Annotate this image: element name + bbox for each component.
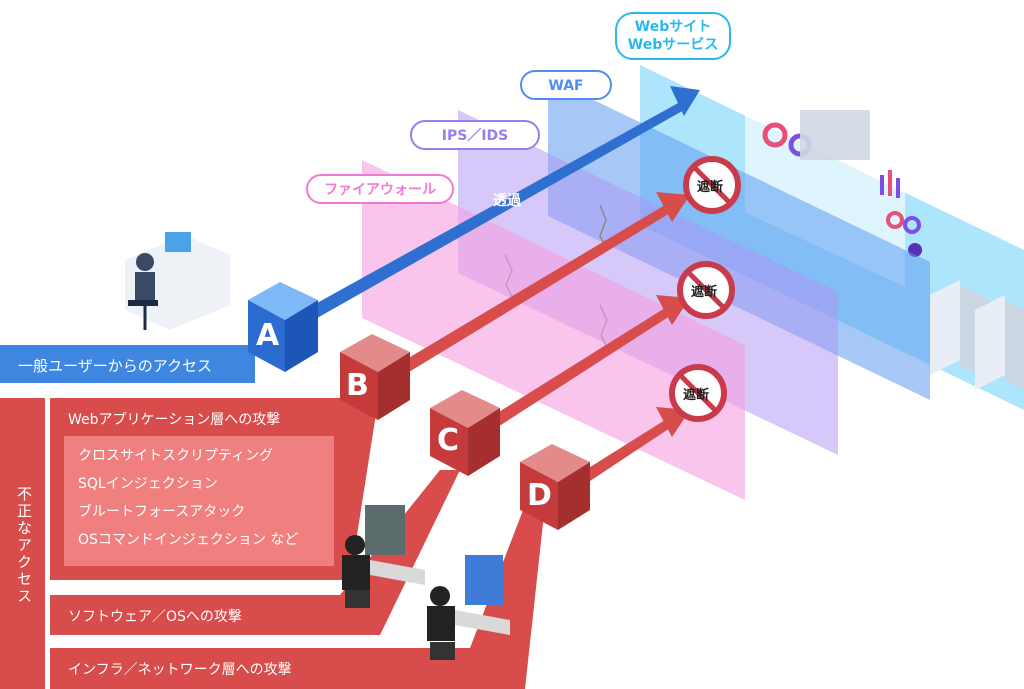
block-sign-icon [683, 156, 741, 214]
arrow-a [290, 102, 684, 330]
list-item: SQLインジェクション [78, 476, 218, 492]
illegal-access-band [0, 398, 45, 689]
waf-label: WAF [520, 70, 612, 100]
general-access-label: 一般ユーザーからのアクセス [18, 357, 212, 375]
cube-c [430, 390, 500, 476]
software-attack-label: ソフトウェア／OSへの攻撃 [68, 609, 242, 625]
arrow-c [470, 308, 670, 441]
general-user-illustration [125, 232, 230, 330]
webapp-attack-list: クロスサイトスクリプティング SQLインジェクション ブルートフォースアタック … [64, 436, 334, 566]
list-item: OSコマンドインジェクション など [78, 532, 299, 548]
letter-a: A [256, 318, 280, 353]
letter-d: D [527, 478, 552, 513]
ips-ids-label: IPS／IDS [410, 120, 540, 150]
arrow-b [380, 205, 670, 386]
webapp-attack-title: Webアプリケーション層への攻撃 [68, 412, 281, 428]
firewall-panel [362, 160, 745, 500]
cube-b [340, 334, 410, 420]
infra-band [50, 505, 545, 689]
donut-chart-icon [762, 122, 788, 148]
block-sign-icon [677, 261, 735, 319]
hacker-illustration [342, 505, 425, 608]
world-map [800, 110, 870, 160]
server-racks-icon [930, 280, 1024, 390]
infra-attack-label: インフラ／ネットワーク層への攻撃 [68, 662, 292, 678]
list-item: ブルートフォースアタック [78, 504, 246, 520]
letter-b: B [346, 368, 369, 403]
block-label-3: 遮断 [683, 388, 710, 403]
block-sign-icon [669, 364, 727, 422]
website-label: Webサイト Webサービス [615, 12, 731, 60]
letter-c: C [437, 423, 460, 458]
pass-label: 透過 [493, 193, 521, 209]
hacker-illustration [427, 555, 510, 660]
website-label-line2: Webサービス [627, 37, 719, 53]
block-label-2: 遮断 [691, 285, 718, 300]
firewall-label: ファイアウォール [306, 174, 454, 204]
illegal-access-label: 不正なアクセス [15, 486, 33, 605]
website-label-line1: Webサイト [634, 19, 712, 35]
cube-d [520, 444, 590, 530]
bar-chart-icon [880, 175, 884, 195]
cube-a [248, 282, 318, 372]
general-access-band [0, 345, 255, 383]
block-label-1: 遮断 [697, 180, 724, 195]
list-item: クロスサイトスクリプティング [78, 448, 274, 464]
